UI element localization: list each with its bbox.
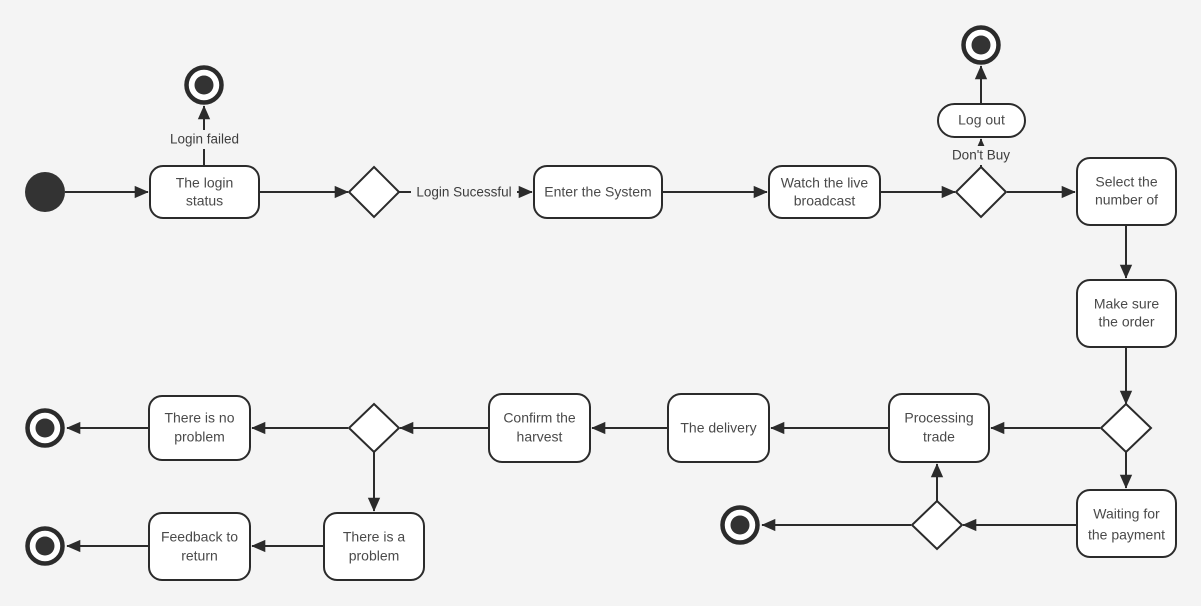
decision-node-login-status[interactable] [347,165,401,219]
node-label-enter-the-system: Enter the System [544,184,651,200]
node-there-is-no-problem[interactable]: There is no problem [148,395,251,461]
edge-labels-layer: Login failed Login Sucessful Don't Buy [163,130,1015,202]
decision-node-buy[interactable] [954,165,1008,219]
final-node-returned[interactable] [25,526,65,566]
edge-label-login-successful-text: Login Sucessful [416,185,511,200]
node-the-delivery[interactable]: The delivery [667,393,770,463]
node-label-waiting-payment-line2: the payment [1088,527,1165,543]
final-node-login-failed[interactable] [184,65,224,105]
node-waiting-for-the-payment[interactable]: Waiting for the payment [1076,489,1177,558]
node-select-the-number-of[interactable]: Select the number of [1076,157,1177,226]
final-node-unpaid[interactable] [720,505,760,545]
node-label-no-problem-line2: problem [174,429,225,445]
edge-label-login-failed-text: Login failed [170,132,239,147]
node-label-select-number-line1: Select the [1095,174,1157,190]
node-feedback-to-return[interactable]: Feedback to return [148,512,251,581]
node-label-feedback-return-line2: return [181,548,218,564]
initial-node[interactable] [25,172,65,212]
decision-node-pay[interactable] [1099,402,1153,454]
node-processing-trade[interactable]: Processing trade [888,393,990,463]
edge-label-dont-buy: Don't Buy [947,146,1015,165]
node-label-watch-live-line2: broadcast [794,193,856,209]
node-the-login-status[interactable]: The login status [149,165,260,219]
edge-label-login-successful: Login Sucessful [411,183,517,202]
edges-layer [65,65,1133,553]
node-label-waiting-payment-line1: Waiting for [1093,506,1160,522]
node-label-has-problem-line2: problem [349,548,400,564]
decision-node-payment-confirmed[interactable] [910,499,964,551]
edge-label-login-failed: Login failed [163,130,246,149]
node-label-log-out: Log out [958,112,1005,128]
node-label-watch-live-line1: Watch the live [781,175,869,191]
node-label-feedback-return-line1: Feedback to [161,529,238,545]
final-node-logout[interactable] [961,25,1001,65]
node-confirm-the-harvest[interactable]: Confirm the harvest [488,393,591,463]
node-log-out[interactable]: Log out [937,103,1026,138]
node-there-is-a-problem[interactable]: There is a problem [323,512,425,581]
node-label-make-order-line2: the order [1098,314,1154,330]
nodes-layer: The login status Enter the System Watch … [25,25,1177,581]
node-label-select-number-line2: number of [1095,192,1158,208]
node-label-has-problem-line1: There is a [343,529,405,545]
node-enter-the-system[interactable]: Enter the System [533,165,663,219]
final-node-ok[interactable] [25,408,65,448]
node-watch-the-live-broadcast[interactable]: Watch the live broadcast [768,165,881,219]
node-make-sure-the-order[interactable]: Make sure the order [1076,279,1177,348]
node-label-the-delivery: The delivery [680,420,756,436]
node-label-make-order-line1: Make sure [1094,296,1160,312]
node-label-no-problem-line1: There is no [164,410,234,426]
node-label-processing-trade-line2: trade [923,429,955,445]
node-label-confirm-harvest-line2: harvest [517,429,563,445]
node-label-the-login-status-line2: status [186,193,223,209]
node-label-the-login-status-line1: The login [176,175,234,191]
edge-label-dont-buy-text: Don't Buy [952,148,1010,163]
node-label-confirm-harvest-line1: Confirm the [503,410,576,426]
decision-node-problem[interactable] [347,402,401,454]
node-label-processing-trade-line1: Processing [904,410,973,426]
